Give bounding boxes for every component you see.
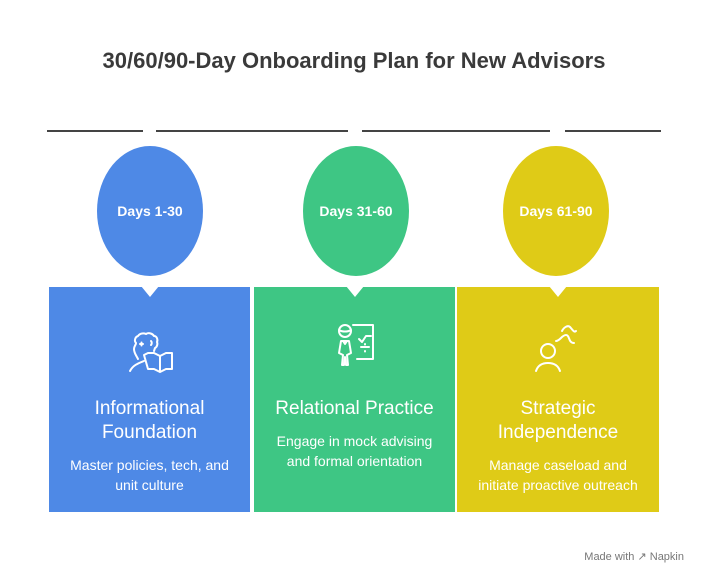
timeline-segment	[156, 130, 348, 132]
page-title: 30/60/90-Day Onboarding Plan for New Adv…	[102, 48, 606, 73]
phase-3-days: Days 61-90	[519, 203, 593, 219]
napkin-credit: Made with ↗ Napkin	[584, 551, 684, 563]
phase-1-circle: Days 1-30	[97, 146, 203, 276]
phase-3-description: Manage caseload and initiate proactive o…	[478, 457, 638, 493]
phase-2-description: Engage in mock advising and formal orien…	[276, 433, 433, 469]
phase-1-description: Master policies, tech, and unit culture	[70, 457, 229, 493]
teacher-board-icon	[337, 324, 374, 366]
phase-1-days: Days 1-30	[117, 203, 183, 219]
phase-2-card: Relational Practice Engage in mock advis…	[254, 286, 455, 512]
timeline-segment	[362, 130, 550, 132]
phase-1-card: Informational Foundation Master policies…	[49, 286, 250, 512]
phase-2-days: Days 31-60	[319, 203, 393, 219]
notch	[140, 286, 159, 297]
reading-person-icon	[128, 332, 173, 373]
phase-1-heading: Informational Foundation	[94, 398, 205, 443]
phase-3-circle: Days 61-90	[503, 146, 609, 276]
person-path-icon	[535, 325, 577, 372]
timeline-segment	[565, 130, 661, 132]
timeline-segment	[47, 130, 143, 132]
notch	[549, 286, 567, 297]
phase-3-card: Strategic Independence Manage caseload a…	[457, 286, 659, 512]
phase-3-heading: Strategic Independence	[497, 398, 619, 443]
phase-2-heading: Relational Practice	[275, 398, 434, 419]
phase-2-circle: Days 31-60	[303, 146, 409, 276]
notch	[345, 286, 364, 297]
